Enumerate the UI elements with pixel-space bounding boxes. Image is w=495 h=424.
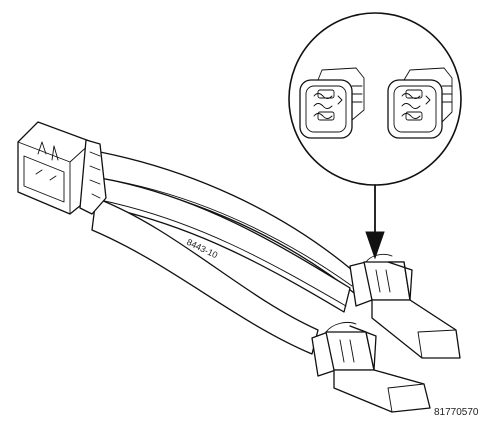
output-connector-upper [349,253,461,359]
connector-detail-inset [288,12,462,186]
terminal-face-right [387,67,453,139]
detail-pointer-arrow [365,184,385,260]
figure-id-label: 81770570 [434,407,479,418]
harness-wires [91,151,359,355]
terminal-face-left [299,67,365,139]
output-connector-lower [311,321,431,413]
input-connector [17,121,107,215]
